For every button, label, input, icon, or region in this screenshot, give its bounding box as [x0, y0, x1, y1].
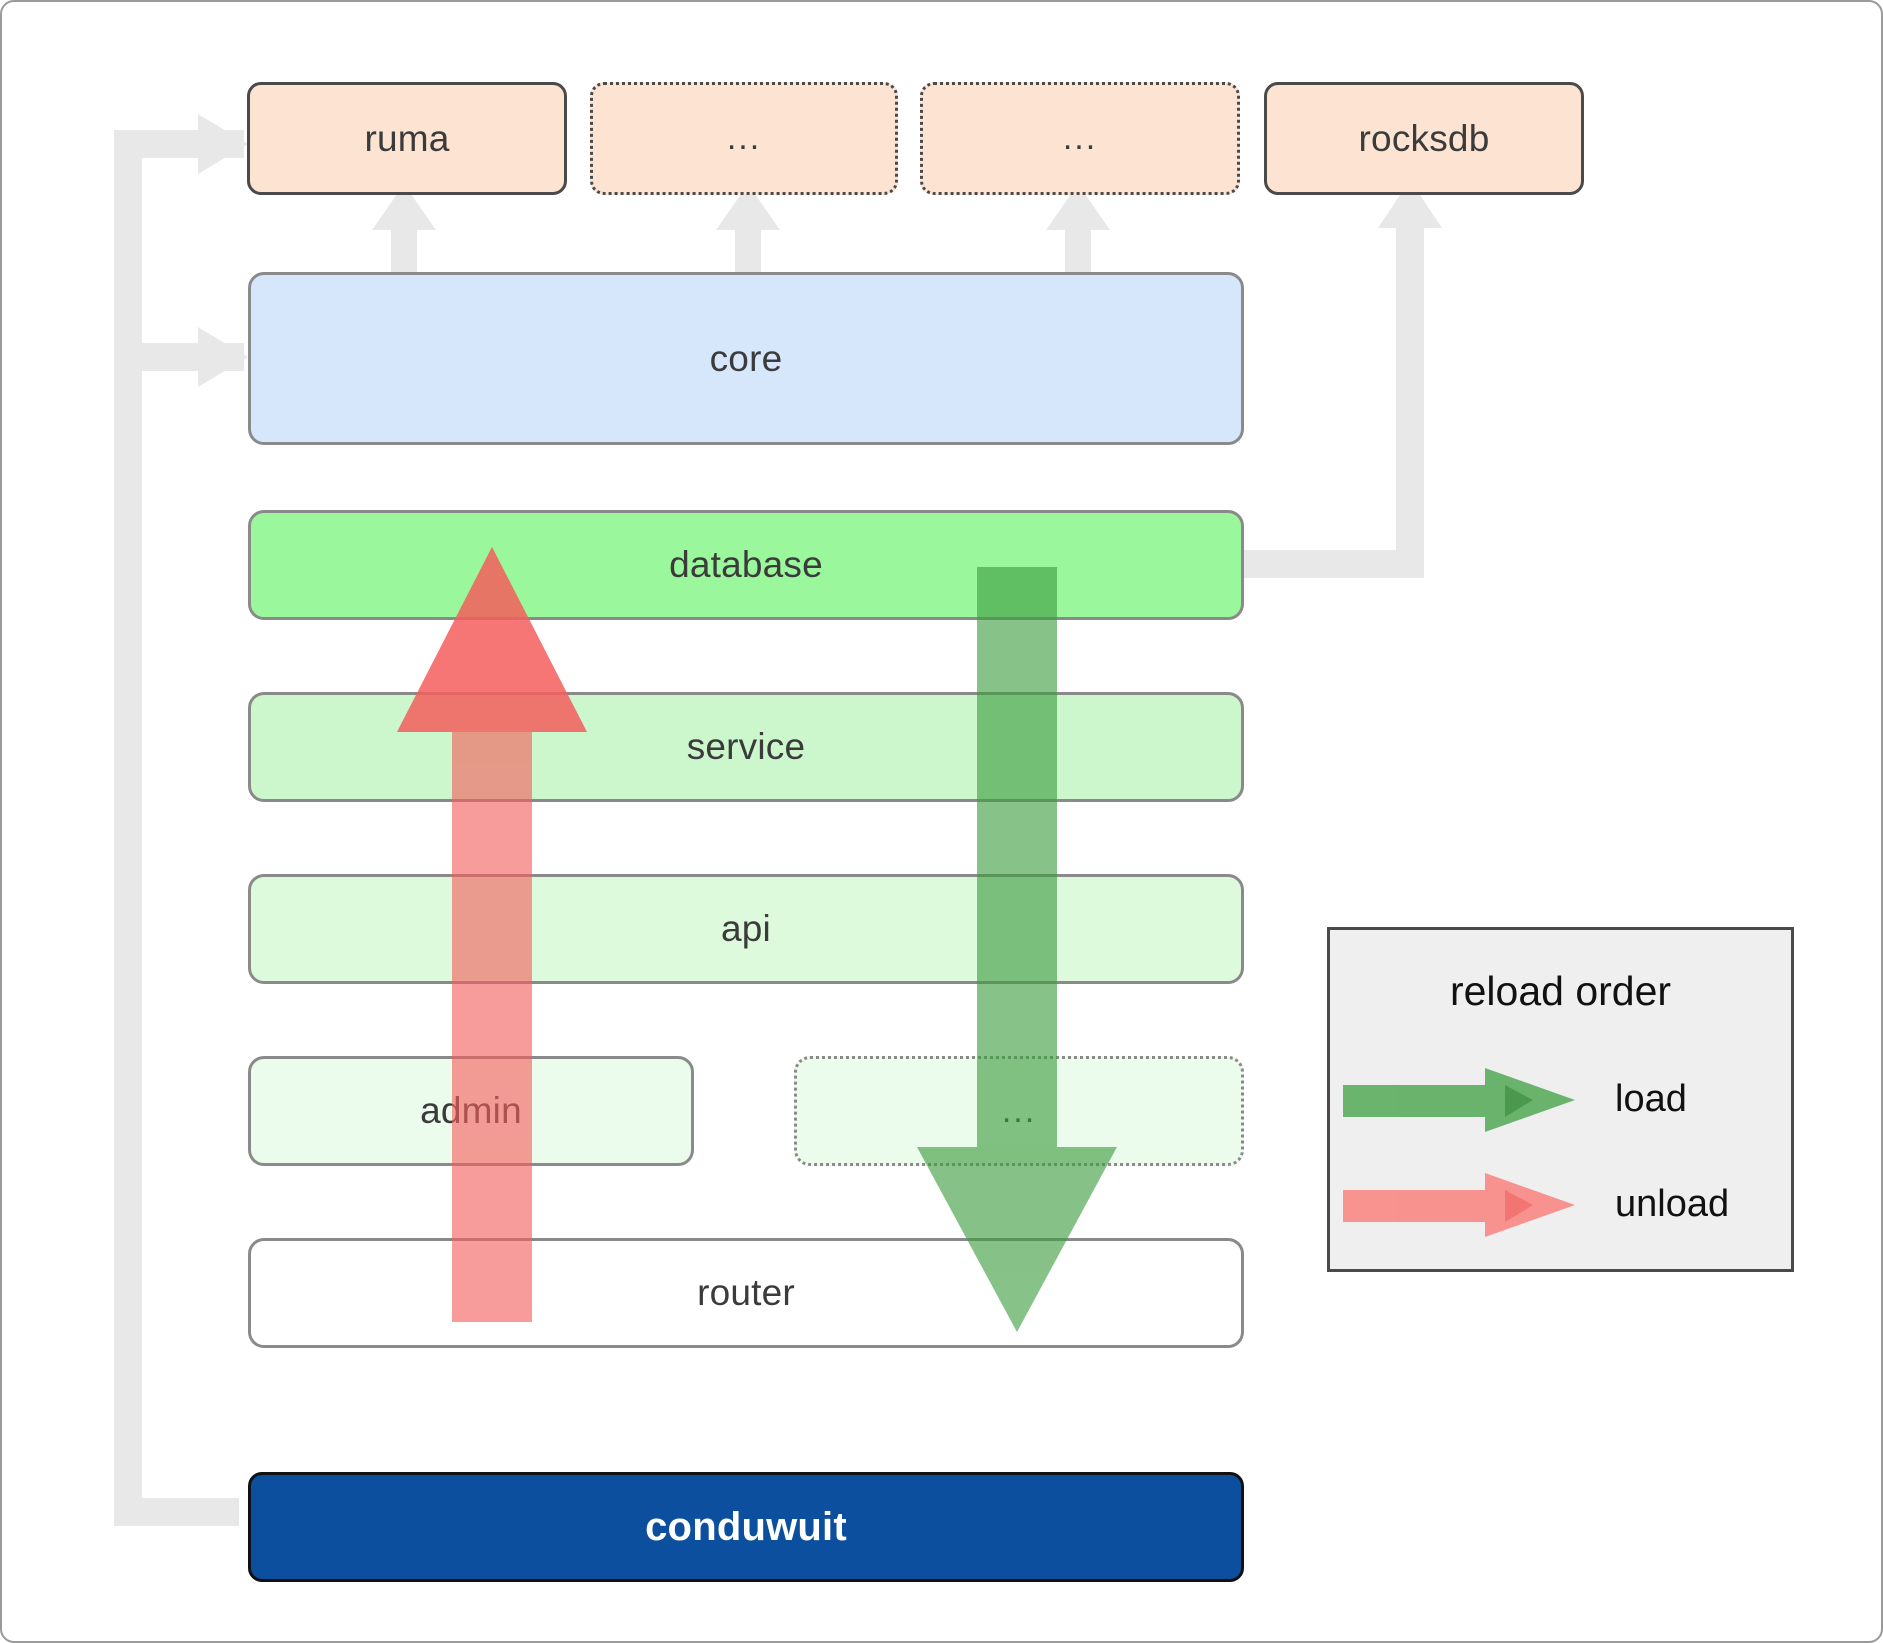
layer-box-database[interactable]: database — [248, 510, 1244, 620]
layer-label: admin — [420, 1090, 522, 1131]
legend-panel: reload order load unload — [1327, 927, 1794, 1272]
layer-box-router[interactable]: router — [248, 1238, 1244, 1348]
layer-box-admin[interactable]: admin — [248, 1056, 694, 1166]
dependency-label: rocksdb — [1358, 117, 1490, 159]
legend-row-unload: unload — [1330, 1165, 1797, 1245]
dependency-label: ... — [1062, 119, 1098, 157]
dependency-box-ruma[interactable]: ruma — [247, 82, 567, 195]
root-label: conduwuit — [645, 1504, 847, 1549]
dependency-box-rocksdb[interactable]: rocksdb — [1264, 82, 1584, 195]
legend-load-label: load — [1615, 1078, 1687, 1120]
layer-label: ... — [1001, 1091, 1037, 1130]
layer-box-core[interactable]: core — [248, 272, 1244, 445]
dependency-box-dots-2[interactable]: ... — [920, 82, 1240, 195]
dependency-box-dots-1[interactable]: ... — [590, 82, 898, 195]
layer-label: service — [686, 726, 806, 767]
layer-box-api[interactable]: api — [248, 874, 1244, 984]
layer-box-admin-more[interactable]: ... — [794, 1056, 1244, 1166]
dependency-label: ruma — [364, 117, 450, 159]
layer-label: router — [697, 1272, 795, 1313]
layer-label: core — [709, 337, 783, 379]
layer-label: database — [669, 544, 823, 585]
legend-unload-label: unload — [1615, 1183, 1730, 1225]
legend-title: reload order — [1449, 968, 1672, 1014]
legend-load-arrow-icon — [1343, 1068, 1575, 1132]
layer-label: api — [721, 908, 771, 949]
dependency-label: ... — [726, 119, 762, 157]
legend-unload-arrow-icon — [1343, 1173, 1575, 1237]
root-box-conduwuit[interactable]: conduwuit — [248, 1472, 1244, 1582]
legend-row-load: load — [1330, 1060, 1797, 1140]
layer-box-service[interactable]: service — [248, 692, 1244, 802]
